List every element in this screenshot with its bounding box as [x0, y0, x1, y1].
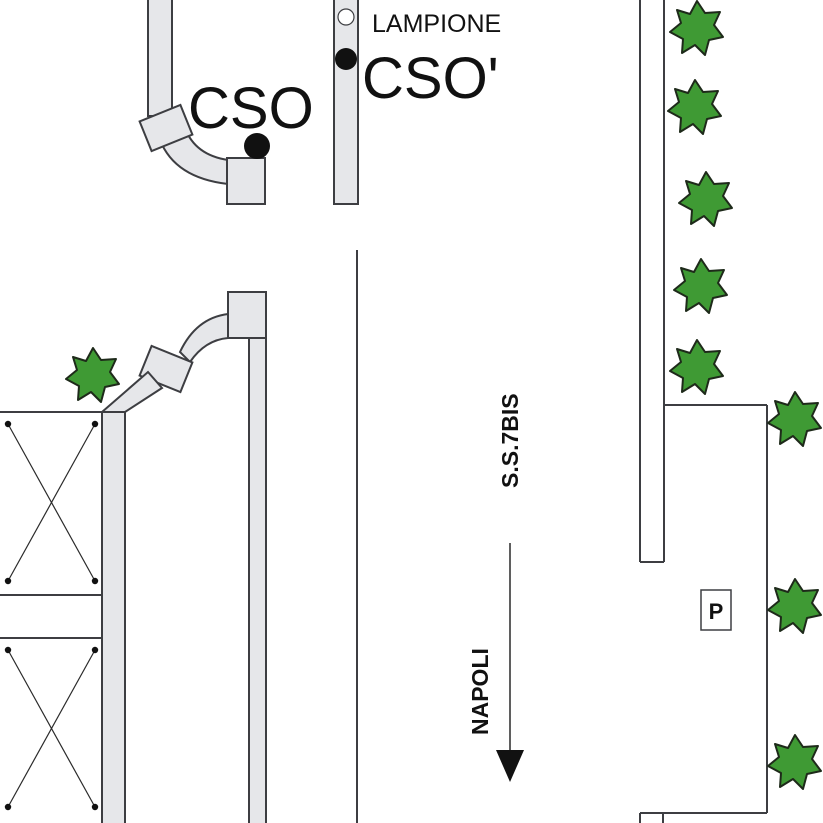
direction-arrow-icon — [496, 543, 524, 782]
tree-icon — [673, 258, 728, 314]
parking-label: P — [709, 599, 724, 624]
tree-icon — [667, 79, 722, 135]
tree-icon — [767, 578, 822, 634]
parking-sign: P — [700, 589, 732, 631]
tree-icon — [669, 339, 724, 395]
bracing-x-bottom — [4, 646, 99, 811]
right-sidewalk — [639, 0, 768, 823]
tree-icon — [767, 391, 822, 447]
bracing-x-top — [4, 420, 99, 585]
pipe-top-left — [138, 0, 266, 205]
cso-marker-icon — [244, 133, 270, 159]
road-name-label: S.S.7BIS — [497, 393, 523, 488]
cso-prime-marker-icon — [335, 48, 357, 70]
pipe-top-center — [333, 0, 359, 205]
tree-icon — [65, 347, 120, 403]
direction-label: NAPOLI — [467, 648, 493, 735]
cso-prime-label: CSO' — [362, 46, 499, 111]
lampione-symbol-icon — [337, 8, 355, 26]
tree-icon — [767, 734, 822, 790]
tree-icon — [669, 0, 724, 56]
left-structure — [0, 411, 102, 811]
tree-icon — [678, 171, 733, 227]
lampione-label: LAMPIONE — [372, 10, 501, 38]
pipe-lower-left — [99, 291, 267, 823]
cso-label: CSO — [188, 76, 314, 141]
